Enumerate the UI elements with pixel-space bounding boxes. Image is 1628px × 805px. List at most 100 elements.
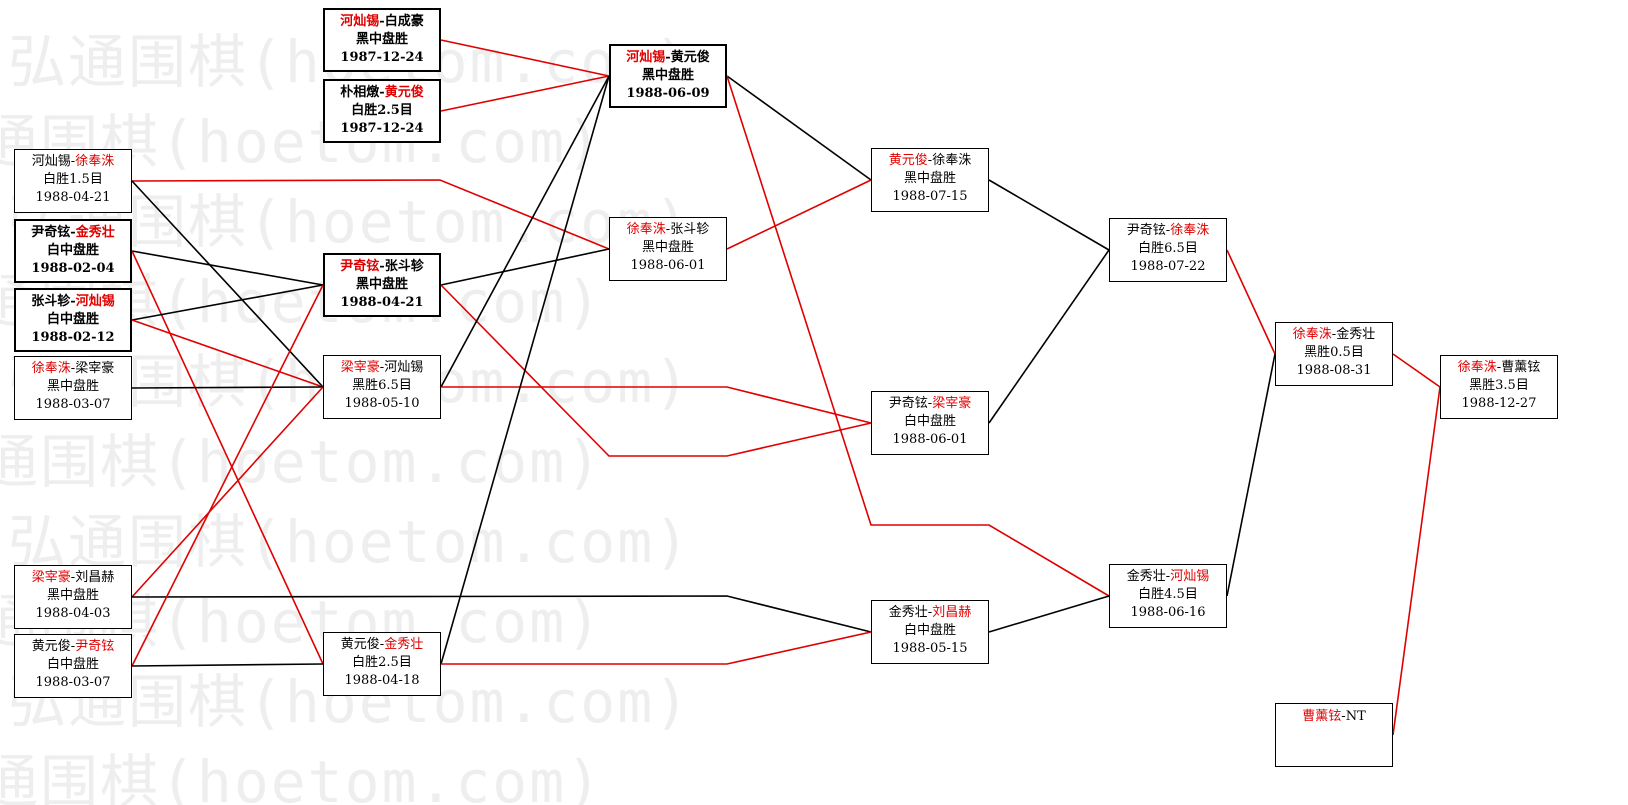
player-separator: - <box>70 639 76 654</box>
player-black: 朴相燉 <box>340 85 380 100</box>
game-result: 黑胜3.5目 <box>1469 378 1529 393</box>
player-separator: - <box>1165 223 1171 238</box>
player-black: 尹奇铉 <box>340 259 380 274</box>
player-separator: - <box>379 85 385 100</box>
players-row: 黄元俊-金秀壮 <box>324 636 440 654</box>
game-result: 白胜6.5目 <box>1138 241 1198 256</box>
connector-line <box>988 249 1110 424</box>
connector-line <box>440 39 610 77</box>
player-white: 黄元俊 <box>670 50 710 65</box>
connector-line <box>441 386 872 424</box>
player-black: 河灿锡 <box>31 154 71 169</box>
connector-line <box>726 75 1110 597</box>
game-result: 白中盘胜 <box>903 623 956 638</box>
connector-line <box>131 284 324 667</box>
game-node[interactable]: 徐奉洙-张斗轸黑中盘胜 1988-06-01 <box>609 217 727 281</box>
player-separator: - <box>927 396 933 411</box>
connector-line <box>440 75 610 665</box>
game-result: 白中盘胜 <box>46 312 99 327</box>
players-row: 梁宰豪-刘昌赫 <box>15 569 131 587</box>
game-result: 黑中盘胜 <box>46 379 99 394</box>
game-result: 白中盘胜 <box>46 657 99 672</box>
connector-line <box>440 75 610 112</box>
players-row: 徐奉洙-张斗轸 <box>610 221 726 239</box>
game-result: 黑胜0.5目 <box>1304 345 1364 360</box>
game-date: 1987-12-24 <box>340 50 424 65</box>
game-result: 黑中盘胜 <box>641 240 694 255</box>
game-date: 1988-02-04 <box>31 261 115 276</box>
player-white: 梁宰豪 <box>932 396 972 411</box>
player-separator: - <box>927 153 933 168</box>
player-separator: - <box>70 154 76 169</box>
game-date: 1988-06-01 <box>630 258 706 273</box>
players-row: 尹奇铉-徐奉洙 <box>1110 222 1226 240</box>
connector-line <box>1226 249 1276 355</box>
game-date: 1988-04-18 <box>344 673 420 688</box>
game-date: 1988-06-09 <box>626 86 710 101</box>
game-node[interactable]: 曹薰铉-NT <box>1275 703 1393 767</box>
game-node[interactable]: 河灿锡-徐奉洙白胜1.5目 1988-04-21 <box>14 149 132 213</box>
game-date: 1988-05-10 <box>344 396 420 411</box>
player-white: 曹薰铉 <box>1501 360 1541 375</box>
players-row: 黄元俊-徐奉洙 <box>872 152 988 170</box>
player-white: 河灿锡 <box>1170 569 1210 584</box>
player-white: 徐奉洙 <box>75 154 115 169</box>
game-date: 1988-04-21 <box>340 295 424 310</box>
watermark-text: 弘通围棋(hoetom.com) <box>0 428 604 496</box>
player-separator: - <box>927 605 933 620</box>
player-black: 黄元俊 <box>340 637 380 652</box>
player-white: 梁宰豪 <box>75 361 115 376</box>
player-black: 徐奉洙 <box>1457 360 1497 375</box>
player-separator: - <box>1165 569 1171 584</box>
players-row: 尹奇铉-张斗轸 <box>325 258 439 276</box>
connector-line <box>131 250 324 665</box>
player-black: 黄元俊 <box>31 639 71 654</box>
connector-line <box>440 284 872 457</box>
game-result: 黑中盘胜 <box>641 68 694 83</box>
player-white: 徐奉洙 <box>932 153 972 168</box>
watermark-text: 弘通围棋(hoetom.com) <box>8 508 692 576</box>
game-date: 1988-04-21 <box>35 190 111 205</box>
players-row: 曹薰铉-NT <box>1276 708 1392 726</box>
player-white: 金秀壮 <box>75 225 115 240</box>
game-date: 1988-05-15 <box>892 641 968 656</box>
game-result: 白胜1.5目 <box>43 172 103 187</box>
players-row: 黄元俊-尹奇铉 <box>15 638 131 656</box>
players-row: 尹奇铉-梁宰豪 <box>872 395 988 413</box>
player-black: 黄元俊 <box>888 153 928 168</box>
connector-line <box>131 386 324 389</box>
connector-line <box>131 250 324 286</box>
connector-line <box>131 179 610 250</box>
connector-line <box>131 284 324 321</box>
player-white: 河灿锡 <box>75 294 115 309</box>
player-black: 徐奉洙 <box>626 222 666 237</box>
game-result: 黑中盘胜 <box>903 171 956 186</box>
player-separator: - <box>70 225 76 240</box>
connector-line <box>131 180 324 388</box>
players-row: 徐奉洙-梁宰豪 <box>15 360 131 378</box>
player-white: 金秀壮 <box>1336 327 1376 342</box>
player-white: NT <box>1345 709 1366 724</box>
player-black: 尹奇铉 <box>888 396 928 411</box>
connector-line <box>988 179 1110 251</box>
player-black: 河灿锡 <box>340 14 380 29</box>
connector-line <box>440 75 610 388</box>
